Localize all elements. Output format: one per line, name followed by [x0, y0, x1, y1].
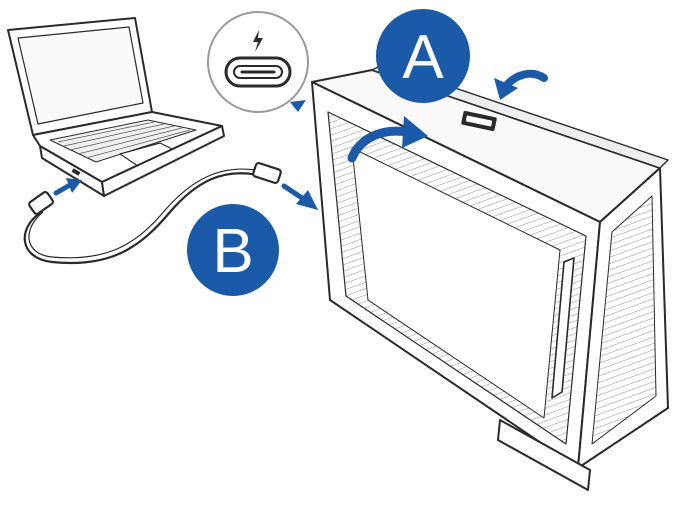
callout-b-label: B	[212, 217, 253, 286]
callout-a-label: A	[402, 23, 444, 92]
plug-in-arrow-laptop	[53, 178, 82, 196]
callout-a: A	[376, 9, 470, 103]
enclosure-port-icon	[461, 110, 497, 132]
plug-in-arrow-enclosure	[281, 183, 318, 210]
laptop-icon	[7, 17, 225, 197]
callout-b: B	[187, 204, 279, 296]
egpu-enclosure-icon	[311, 63, 669, 491]
thunderbolt-usb-c-port-icon	[207, 11, 309, 113]
lid-arrow-right	[494, 69, 548, 100]
lid-arrow-left	[347, 116, 428, 163]
usb-c-cable-icon	[23, 162, 282, 265]
